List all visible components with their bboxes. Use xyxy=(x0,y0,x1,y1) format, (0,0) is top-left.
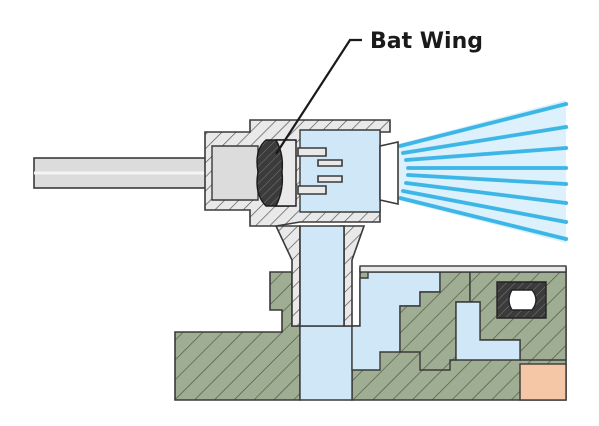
copper-insert xyxy=(519,363,567,401)
callout-leader-line xyxy=(275,38,362,155)
cover-plate xyxy=(359,265,567,273)
callout-label-bat-wing: Bat Wing xyxy=(370,29,483,54)
bat-wing-seal xyxy=(256,139,297,207)
water-spray-jets-front xyxy=(398,102,568,241)
o-ring-seal xyxy=(496,281,547,319)
water-spray-haze xyxy=(398,100,566,243)
nozzle-outlet xyxy=(379,141,399,205)
bat-wing-callout: Bat Wing xyxy=(275,29,483,155)
supply-pipe xyxy=(33,157,211,189)
nozzle-stem xyxy=(274,225,366,327)
deflector-fingers xyxy=(297,147,343,195)
